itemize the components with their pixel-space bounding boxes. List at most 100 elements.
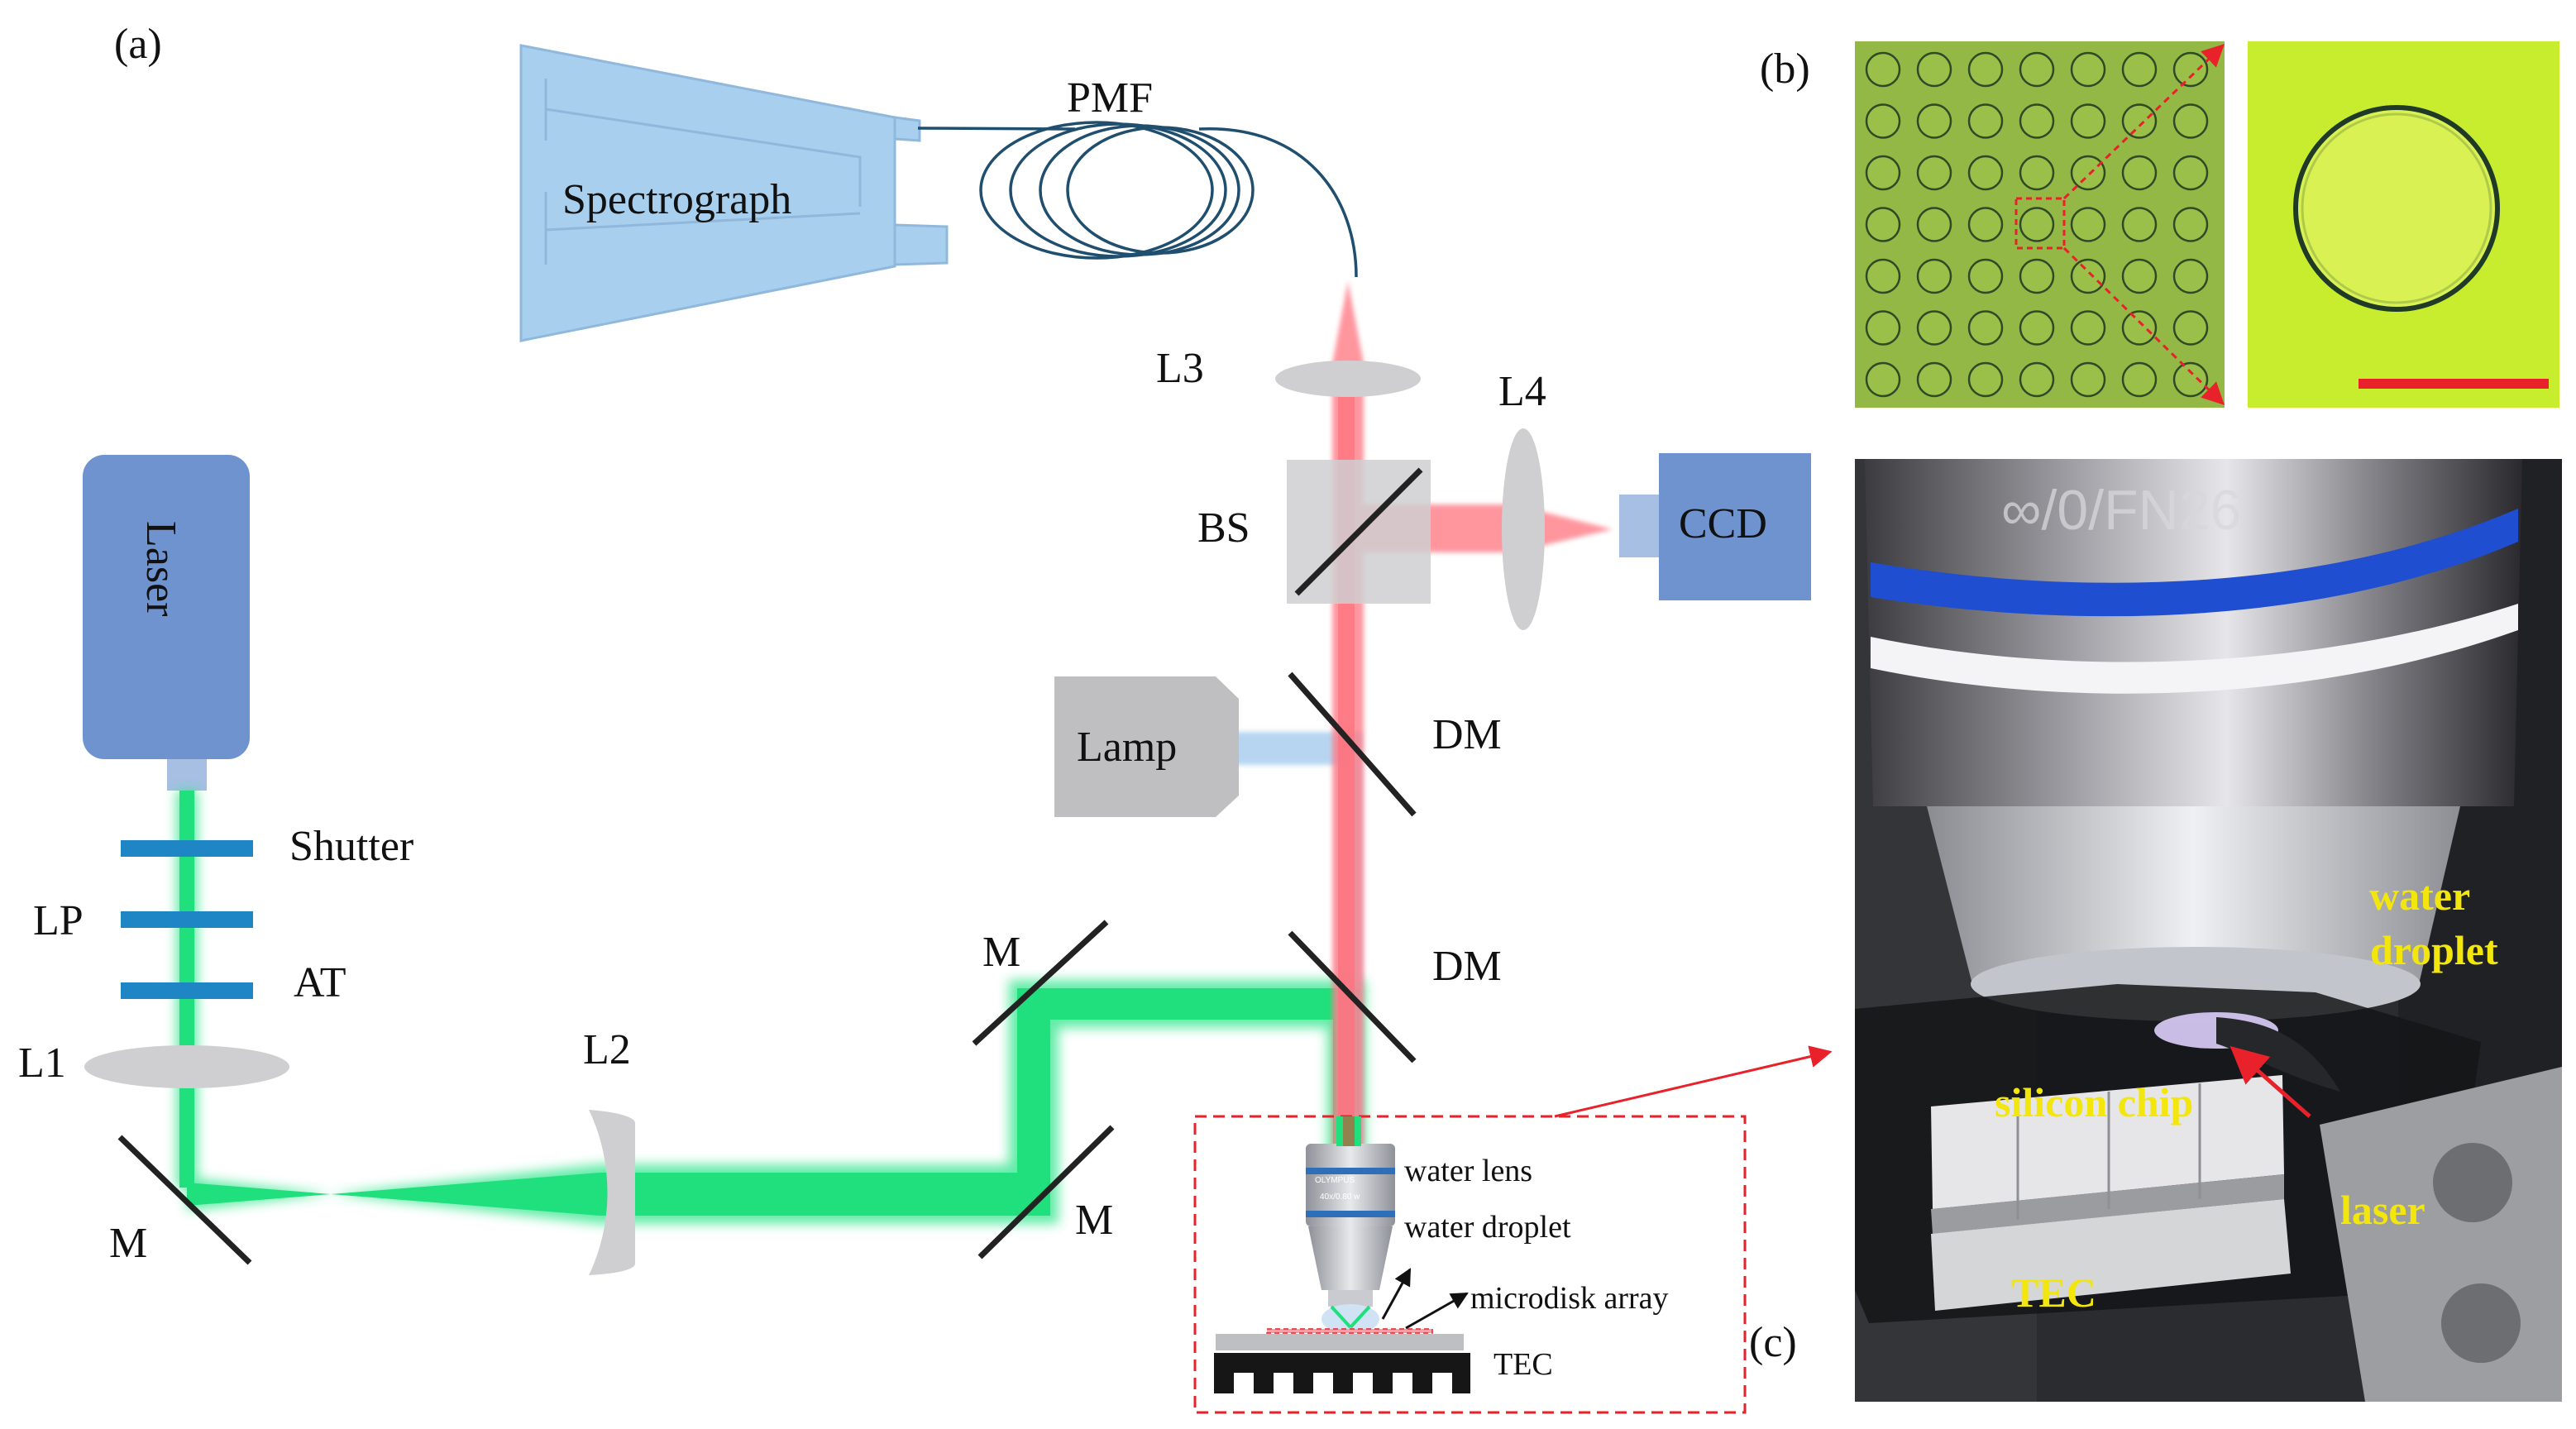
microdisk: [2121, 103, 2158, 139]
inset-water-droplet-label: water droplet: [1404, 1210, 1571, 1245]
m-lower-label: M: [1075, 1197, 1113, 1244]
lens-l1: [84, 1045, 289, 1088]
inset-objective-spec: 40x/0.80 w: [1320, 1192, 1360, 1202]
microdisk: [2172, 361, 2209, 398]
microdisk: [2070, 258, 2106, 294]
microdisk: [2172, 258, 2209, 294]
at-label: AT: [294, 959, 346, 1006]
spectrograph-label: Spectrograph: [562, 176, 791, 223]
microdisk: [1967, 310, 2004, 346]
pmf-label: PMF: [1067, 74, 1153, 122]
microdisk: [2121, 207, 2158, 242]
l4-label: L4: [1498, 368, 1546, 415]
lens-l4: [1502, 428, 1545, 630]
inset-objective-brand: OLYMPUS: [1315, 1176, 1355, 1185]
microdisk-pointer-arrow: [1405, 1292, 1469, 1330]
zoom-line-bottom: [2062, 246, 2225, 405]
lamp: Lamp: [1054, 676, 1239, 817]
microdisk: [2070, 51, 2106, 88]
lamp-label: Lamp: [1077, 724, 1177, 771]
microdisk: [2070, 207, 2106, 242]
mirror-lower: [977, 1125, 1115, 1259]
droplet-pointer-arrow: [1381, 1268, 1412, 1320]
inset-microdisk-label: microdisk array: [1470, 1281, 1669, 1316]
mirror-left: [117, 1135, 252, 1265]
photo-water-label-line2: droplet: [2370, 927, 2498, 973]
photo-laser-label: laser: [2340, 1187, 2425, 1233]
microdisk: [1916, 207, 1952, 242]
ccd-label: CCD: [1679, 500, 1767, 547]
inset-pointer-arrow: [1554, 1045, 1833, 1118]
dm-bottom-label: DM: [1432, 943, 1502, 990]
dm-top-label: DM: [1432, 711, 1502, 758]
inset-objective: OLYMPUS 40x/0.80 w: [1306, 1144, 1395, 1307]
microdisk: [2121, 258, 2158, 294]
microdisk: [2121, 361, 2158, 398]
bs-label: BS: [1197, 504, 1250, 552]
ccd-camera: CCD: [1619, 453, 1811, 600]
microdisk: [2019, 207, 2055, 242]
microdisk: [1916, 310, 1952, 346]
microdisk: [1865, 310, 1901, 346]
panel-label-b: (b): [1760, 45, 1810, 93]
microdisk: [2070, 155, 2106, 191]
panel-label-a: (a): [114, 21, 162, 68]
l3-label: L3: [1156, 345, 1204, 392]
laser-pointer-arrow: [2230, 1046, 2311, 1118]
microdisk: [1967, 258, 2004, 294]
single-microdisk-micrograph: [2248, 41, 2559, 408]
microdisk: [1967, 207, 2004, 242]
lens-l3: [1275, 361, 1421, 397]
lp-label: LP: [33, 897, 84, 944]
photo-tec-label: TEC: [2011, 1269, 2096, 1316]
photo-water-label-line1: water: [2369, 872, 2470, 919]
panel-label-c: (c): [1749, 1319, 1797, 1366]
microdisk: [1967, 361, 2004, 398]
microdisk: [2172, 207, 2209, 242]
inset-tec: [1214, 1328, 1470, 1393]
microdisk: [2172, 155, 2209, 191]
microdisk: [1865, 361, 1901, 398]
lens-l2: [589, 1110, 635, 1275]
dichroic-mirror-bottom: [1288, 930, 1417, 1063]
microdisk: [2172, 103, 2209, 139]
microdisk: [1865, 155, 1901, 191]
zoom-line-top: [2062, 44, 2225, 200]
pmf-fiber: [917, 121, 1358, 278]
m-left-label: M: [109, 1220, 147, 1267]
microdisk-grid: [1865, 51, 2209, 398]
l1-label: L1: [18, 1039, 66, 1087]
microdisk: [1865, 258, 1901, 294]
microdisk: [1865, 103, 1901, 139]
microdisk: [2019, 103, 2055, 139]
microdisk: [1916, 361, 1952, 398]
selected-disk-box: [2014, 197, 2066, 250]
laser-source: Laser: [83, 455, 250, 791]
microdisk-array-micrograph: [1855, 41, 2225, 408]
filter-lp: [121, 911, 253, 928]
microdisk: [2070, 361, 2106, 398]
laser-label: Laser: [137, 521, 184, 616]
microdisk: [1967, 103, 2004, 139]
microdisk: [1916, 51, 1952, 88]
mirror-upper: [972, 920, 1109, 1046]
microdisk: [1865, 51, 1901, 88]
microdisk: [1916, 155, 1952, 191]
microdisk: [2019, 258, 2055, 294]
microdisk: [1916, 258, 1952, 294]
photo-silicon-chip-label: silicon chip: [1995, 1079, 2193, 1126]
microdisk: [2019, 51, 2055, 88]
microdisk: [2172, 51, 2209, 88]
microdisk: [1916, 103, 1952, 139]
microdisk: [2019, 361, 2055, 398]
inset-water-lens-label: water lens: [1404, 1154, 1532, 1188]
filter-shutter: [121, 840, 253, 857]
l2-label: L2: [583, 1026, 631, 1073]
shutter-label: Shutter: [289, 823, 413, 870]
m-upper-label: M: [982, 929, 1020, 976]
microdisk: [1967, 51, 2004, 88]
inset-frame: [1193, 1115, 1747, 1414]
microdisk: [2070, 310, 2106, 346]
microdisk: [2121, 310, 2158, 346]
